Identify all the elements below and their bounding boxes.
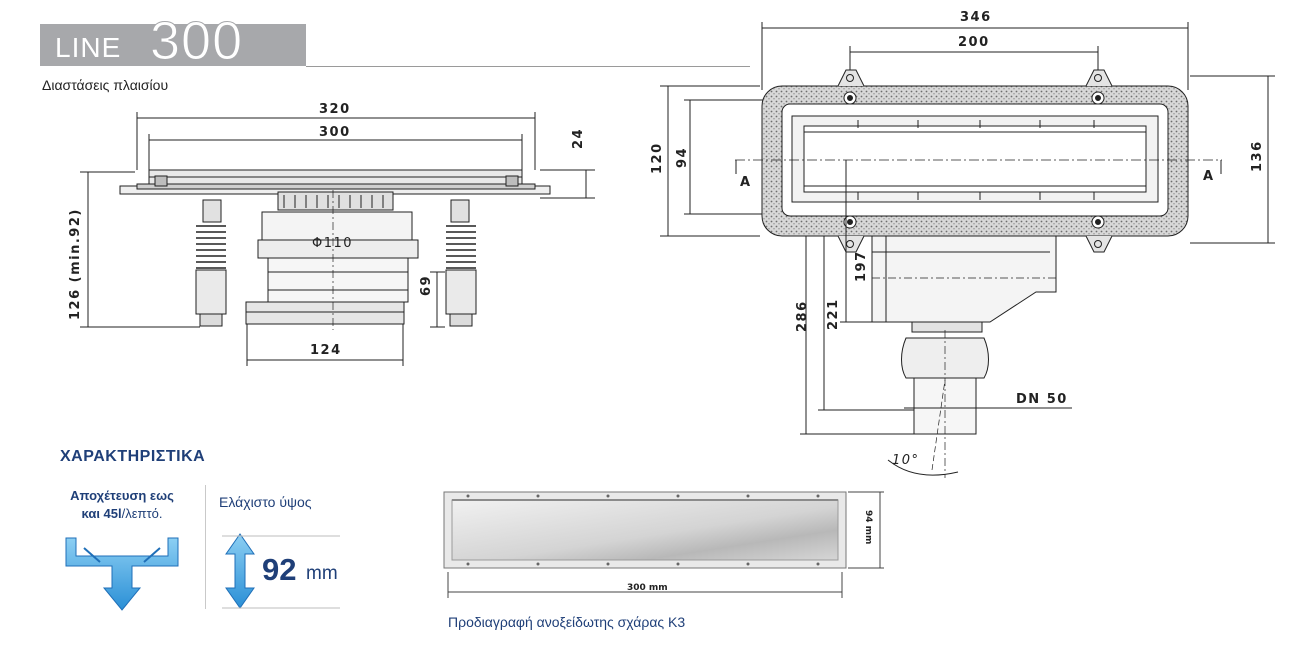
min-height-value: 92 (262, 552, 297, 587)
dim-320: 320 (319, 102, 351, 117)
dim-24: 24 (571, 128, 586, 149)
grate-caption: Προδιαγραφή ανοξείδωτης σχάρας Κ3 (448, 614, 686, 630)
dim-69: 69 (419, 275, 434, 296)
grate-drawing (443, 491, 884, 598)
dim-124: 124 (310, 343, 342, 358)
dim-pipe-diameter: Φ110 (312, 236, 353, 251)
drain-capacity-unit: /λεπτό. (121, 506, 163, 521)
section-label-left: A (740, 175, 752, 190)
dim-94: 94 (675, 147, 690, 168)
section-label-right: A (1203, 169, 1215, 184)
drain-icon (65, 537, 179, 611)
dim-197: 197 (854, 250, 869, 282)
front-view (80, 112, 595, 366)
drain-capacity-text: Αποχέτευση εως και 45l/λεπτό. (58, 487, 186, 523)
height-arrow-icon (222, 533, 340, 609)
dim-136: 136 (1250, 140, 1265, 172)
grate-width-label: 300 mm (627, 583, 668, 593)
top-view (660, 22, 1275, 478)
drain-capacity-value: και 45l (81, 506, 122, 521)
dim-286: 286 (795, 300, 810, 332)
outlet-dn50: DN 50 (1016, 392, 1068, 407)
dim-126: 126 (min.92) (68, 208, 83, 320)
angle-label: 10° (892, 453, 920, 468)
grate-height-label: 94 mm (863, 510, 873, 544)
dim-200: 200 (958, 35, 990, 50)
title-banner (40, 24, 306, 66)
drain-capacity-line1: Αποχέτευση εως (70, 488, 174, 503)
title-underline (306, 66, 750, 67)
features-divider (205, 485, 206, 609)
dim-300: 300 (319, 125, 351, 140)
min-height-label: Ελάχιστο ύψος (219, 494, 312, 510)
min-height-unit: mm (306, 563, 338, 584)
subtitle: Διαστάσεις πλαισίου (42, 77, 169, 93)
title-line-text: LINE (55, 32, 122, 63)
dim-346: 346 (960, 10, 992, 25)
features-heading: ΧΑΡΑΚΤΗΡΙΣΤΙΚΑ (60, 448, 206, 465)
title-model-number: 300 (149, 11, 244, 72)
drain-capacity-line2: και 45l/λεπτό. (58, 505, 186, 523)
dim-221: 221 (826, 298, 841, 330)
dim-120: 120 (650, 142, 665, 174)
